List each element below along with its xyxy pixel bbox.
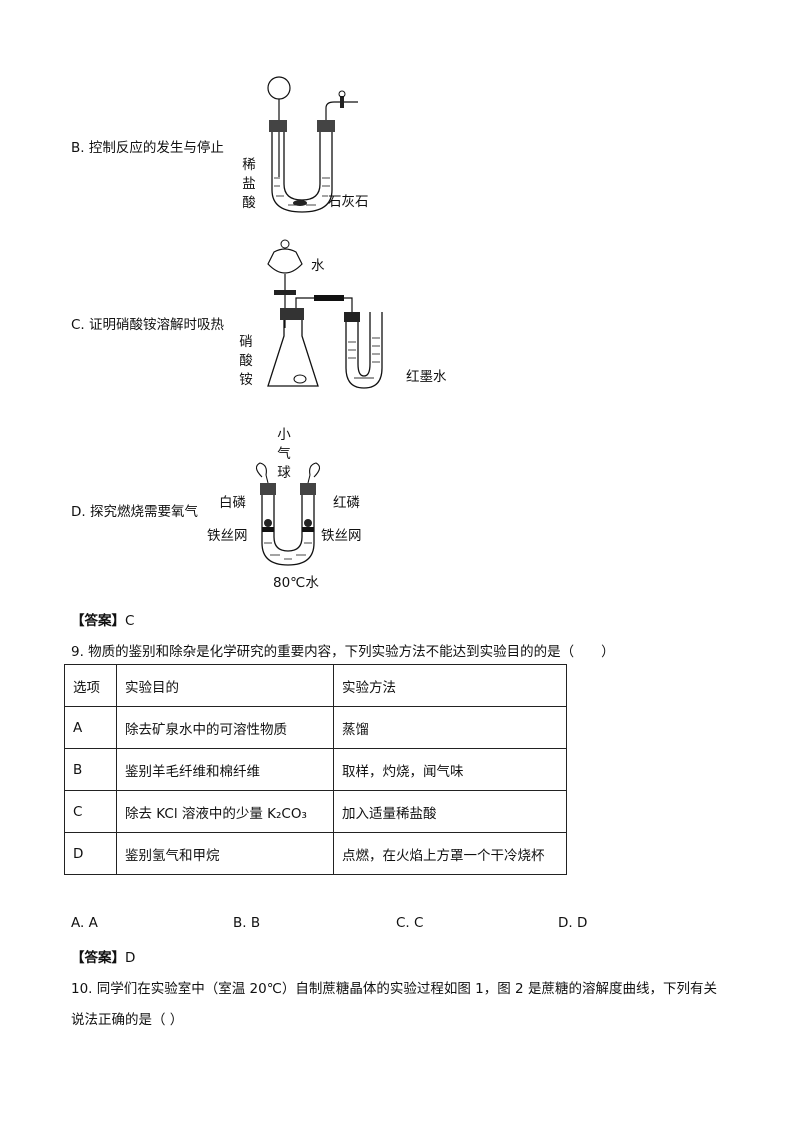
label-red-phosphorus: 红磷	[333, 495, 360, 511]
label-white-phosphorus: 白磷	[219, 495, 246, 511]
table-cell: 鉴别氢气和甲烷	[116, 832, 334, 875]
question-9-table: 选项 实验目的 实验方法 A 除去矿泉水中的可溶性物质 蒸馏 B 鉴别羊毛纤维和…	[64, 664, 567, 875]
table-cell: D	[64, 832, 117, 875]
answer-value: D	[125, 950, 136, 966]
choice-d: D. D	[558, 915, 588, 931]
option-c-text: C. 证明硝酸铵溶解时吸热	[71, 317, 225, 333]
answer-bracket: 【答案】	[71, 950, 125, 966]
phosphorus-combustion-diagram	[255, 462, 321, 566]
table-cell: A	[64, 706, 117, 749]
u-tube-apparatus-diagram	[267, 76, 358, 213]
option-b-text: B. 控制反应的发生与停止	[71, 140, 224, 156]
table-cell: 取样，灼烧，闻气味	[333, 748, 567, 791]
table-row: A 除去矿泉水中的可溶性物质 蒸馏	[64, 706, 567, 749]
table-header: 实验目的	[116, 664, 334, 707]
label-red-ink: 红墨水	[406, 369, 447, 385]
label-small-balloon: 小气球	[277, 427, 291, 481]
flask-apparatus-diagram	[267, 239, 383, 389]
label-hot-water: 80℃水	[273, 575, 319, 591]
label-wire-mesh-right: 铁丝网	[321, 528, 362, 544]
table-cell: 除去 KCl 溶液中的少量 K₂CO₃	[116, 790, 334, 833]
choice-c: C. C	[396, 915, 424, 931]
table-cell: C	[64, 790, 117, 833]
choice-a: A. A	[71, 915, 98, 931]
label-ammonium-nitrate: 硝酸铵	[239, 334, 253, 388]
table-header: 实验方法	[333, 664, 567, 707]
choice-b: B. B	[233, 915, 261, 931]
table-cell: 除去矿泉水中的可溶性物质	[116, 706, 334, 749]
question-9-stem: 9. 物质的鉴别和除杂是化学研究的重要内容，下列实验方法不能达到实验目的的是（ …	[71, 644, 615, 660]
answer-9: 【答案】D	[71, 946, 135, 966]
question-10-line1: 10. 同学们在实验室中（室温 20℃）自制蔗糖晶体的实验过程如图 1，图 2 …	[71, 981, 717, 997]
question-10-line2: 说法正确的是（ ）	[71, 1012, 184, 1028]
table-row: C 除去 KCl 溶液中的少量 K₂CO₃ 加入适量稀盐酸	[64, 790, 567, 833]
table-row: D 鉴别氢气和甲烷 点燃，在火焰上方罩一个干冷烧杯	[64, 832, 567, 875]
option-d-text: D. 探究燃烧需要氧气	[71, 504, 198, 520]
answer-8: 【答案】C	[71, 609, 134, 629]
table-header: 选项	[64, 664, 117, 707]
table-cell: B	[64, 748, 117, 791]
answer-value: C	[125, 613, 135, 629]
label-water: 水	[311, 258, 325, 274]
table-cell: 点燃，在火焰上方罩一个干冷烧杯	[333, 832, 567, 875]
label-dilute-hcl: 稀盐酸	[242, 157, 256, 211]
table-header-row: 选项 实验目的 实验方法	[64, 664, 567, 707]
table-cell: 加入适量稀盐酸	[333, 790, 567, 833]
label-limestone: 石灰石	[328, 194, 369, 210]
answer-bracket: 【答案】	[71, 613, 125, 629]
table-row: B 鉴别羊毛纤维和棉纤维 取样，灼烧，闻气味	[64, 748, 567, 791]
label-wire-mesh-left: 铁丝网	[207, 528, 248, 544]
table-cell: 鉴别羊毛纤维和棉纤维	[116, 748, 334, 791]
table-cell: 蒸馏	[333, 706, 567, 749]
